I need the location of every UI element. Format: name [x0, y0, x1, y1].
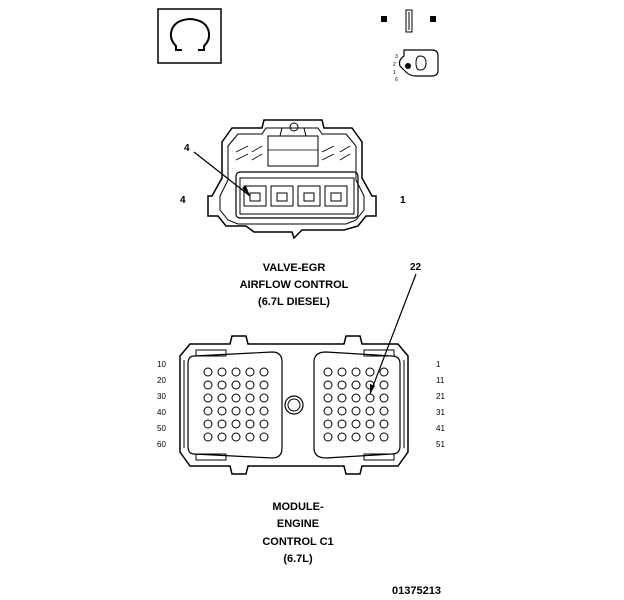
pin-cavity — [337, 419, 347, 429]
pin-cavity — [217, 367, 227, 377]
pin-cavity — [351, 432, 361, 442]
pin-cavity — [217, 380, 227, 390]
pin-cavity — [323, 406, 333, 416]
pin-cavity — [337, 406, 347, 416]
pin-cavity — [365, 367, 375, 377]
pin-cavity — [217, 393, 227, 403]
pin-cavity — [231, 406, 241, 416]
pin-cavity — [203, 393, 213, 403]
ecm-caption-line-3: CONTROL C1 — [262, 536, 333, 548]
svg-text:1: 1 — [393, 70, 396, 76]
pin-cavity — [351, 380, 361, 390]
egr-pin-left-label: 4 — [180, 195, 186, 206]
ecm-left-pin-label: 20 — [157, 376, 166, 385]
pin-cavity — [379, 367, 389, 377]
pin-cavity — [245, 419, 255, 429]
pin-cavity — [245, 432, 255, 442]
ecm-connector-face — [179, 273, 417, 475]
pin-cavity — [231, 419, 241, 429]
pin-cavity — [379, 406, 389, 416]
pin-cavity — [203, 380, 213, 390]
pin-cavity — [337, 367, 347, 377]
egr-caption-line-1: VALVE-EGR — [263, 262, 326, 274]
pin-cavity — [245, 393, 255, 403]
pin-cavity — [379, 393, 389, 403]
pin-cavity — [365, 393, 375, 403]
pin-cavity — [351, 419, 361, 429]
figure-id: 01375213 — [392, 585, 441, 597]
svg-text:6: 6 — [395, 77, 398, 83]
ecm-right-pin-label: 1 — [436, 360, 441, 369]
svg-text:3: 3 — [395, 54, 398, 60]
ecm-right-pin-label: 51 — [436, 440, 445, 449]
ecm-right-pin-label: 21 — [436, 392, 445, 401]
egr-caption-line-3: (6.7L DIESEL) — [258, 296, 330, 308]
pin-cavity — [203, 432, 213, 442]
pin-cavity — [351, 367, 361, 377]
pin-cavity — [231, 432, 241, 442]
pin-cavity — [217, 419, 227, 429]
pin-cavity — [259, 393, 269, 403]
ecm-left-pin-label: 50 — [157, 424, 166, 433]
pin-cavity — [379, 432, 389, 442]
pin-cavity — [217, 406, 227, 416]
pin-cavity — [203, 406, 213, 416]
terminal-view-icon: 3 2 1 6 — [381, 9, 439, 83]
pin-cavity — [365, 406, 375, 416]
pin-cavity — [323, 380, 333, 390]
pin-cavity — [259, 367, 269, 377]
pin-cavity — [365, 432, 375, 442]
pin-cavity — [351, 406, 361, 416]
pin-cavity — [231, 367, 241, 377]
pin-cavity — [245, 406, 255, 416]
egr-connector-face — [193, 119, 377, 240]
pin-cavity — [323, 393, 333, 403]
pin-cavity — [323, 419, 333, 429]
pin-cavity — [259, 406, 269, 416]
ecm-left-pin-label: 10 — [157, 360, 166, 369]
egr-callout-label: 4 — [184, 143, 190, 154]
ecm-caption-line-4: (6.7L) — [283, 553, 313, 565]
svg-text:2: 2 — [393, 62, 396, 68]
pin-cavity — [379, 380, 389, 390]
ecm-right-pin-label: 31 — [436, 408, 445, 417]
pin-cavity — [231, 380, 241, 390]
pin-cavity — [203, 419, 213, 429]
pin-cavity — [323, 367, 333, 377]
pin-cavity — [245, 380, 255, 390]
ecm-caption-line-2: ENGINE — [277, 518, 319, 530]
omega-symbol-icon — [157, 8, 222, 64]
ecm-left-pin-labels: 10 20 30 40 50 60 — [157, 360, 166, 449]
pin-cavity — [337, 393, 347, 403]
pin-cavity — [379, 419, 389, 429]
pin-cavity — [323, 432, 333, 442]
pin-cavity — [365, 419, 375, 429]
pin-cavity — [337, 380, 347, 390]
pin-cavity — [259, 432, 269, 442]
egr-caption-line-2: AIRFLOW CONTROL — [240, 279, 349, 291]
egr-pin-right-label: 1 — [400, 195, 406, 206]
pin-cavity — [351, 393, 361, 403]
pin-cavity — [231, 393, 241, 403]
pin-cavity — [259, 419, 269, 429]
pin-cavity — [203, 367, 213, 377]
ecm-right-pin-labels: 1 11 21 31 41 51 — [436, 360, 445, 449]
ecm-left-pin-label: 40 — [157, 408, 166, 417]
ecm-right-pin-label: 41 — [436, 424, 445, 433]
ecm-caption-line-1: MODULE- — [272, 501, 324, 513]
pin-cavity — [217, 432, 227, 442]
ecm-left-pin-label: 30 — [157, 392, 166, 401]
pin-cavity — [337, 432, 347, 442]
pin-cavity — [245, 367, 255, 377]
ecm-right-pin-label: 11 — [436, 376, 445, 385]
pin-cavity — [259, 380, 269, 390]
ecm-left-pin-label: 60 — [157, 440, 166, 449]
ecm-callout-label: 22 — [410, 262, 422, 273]
